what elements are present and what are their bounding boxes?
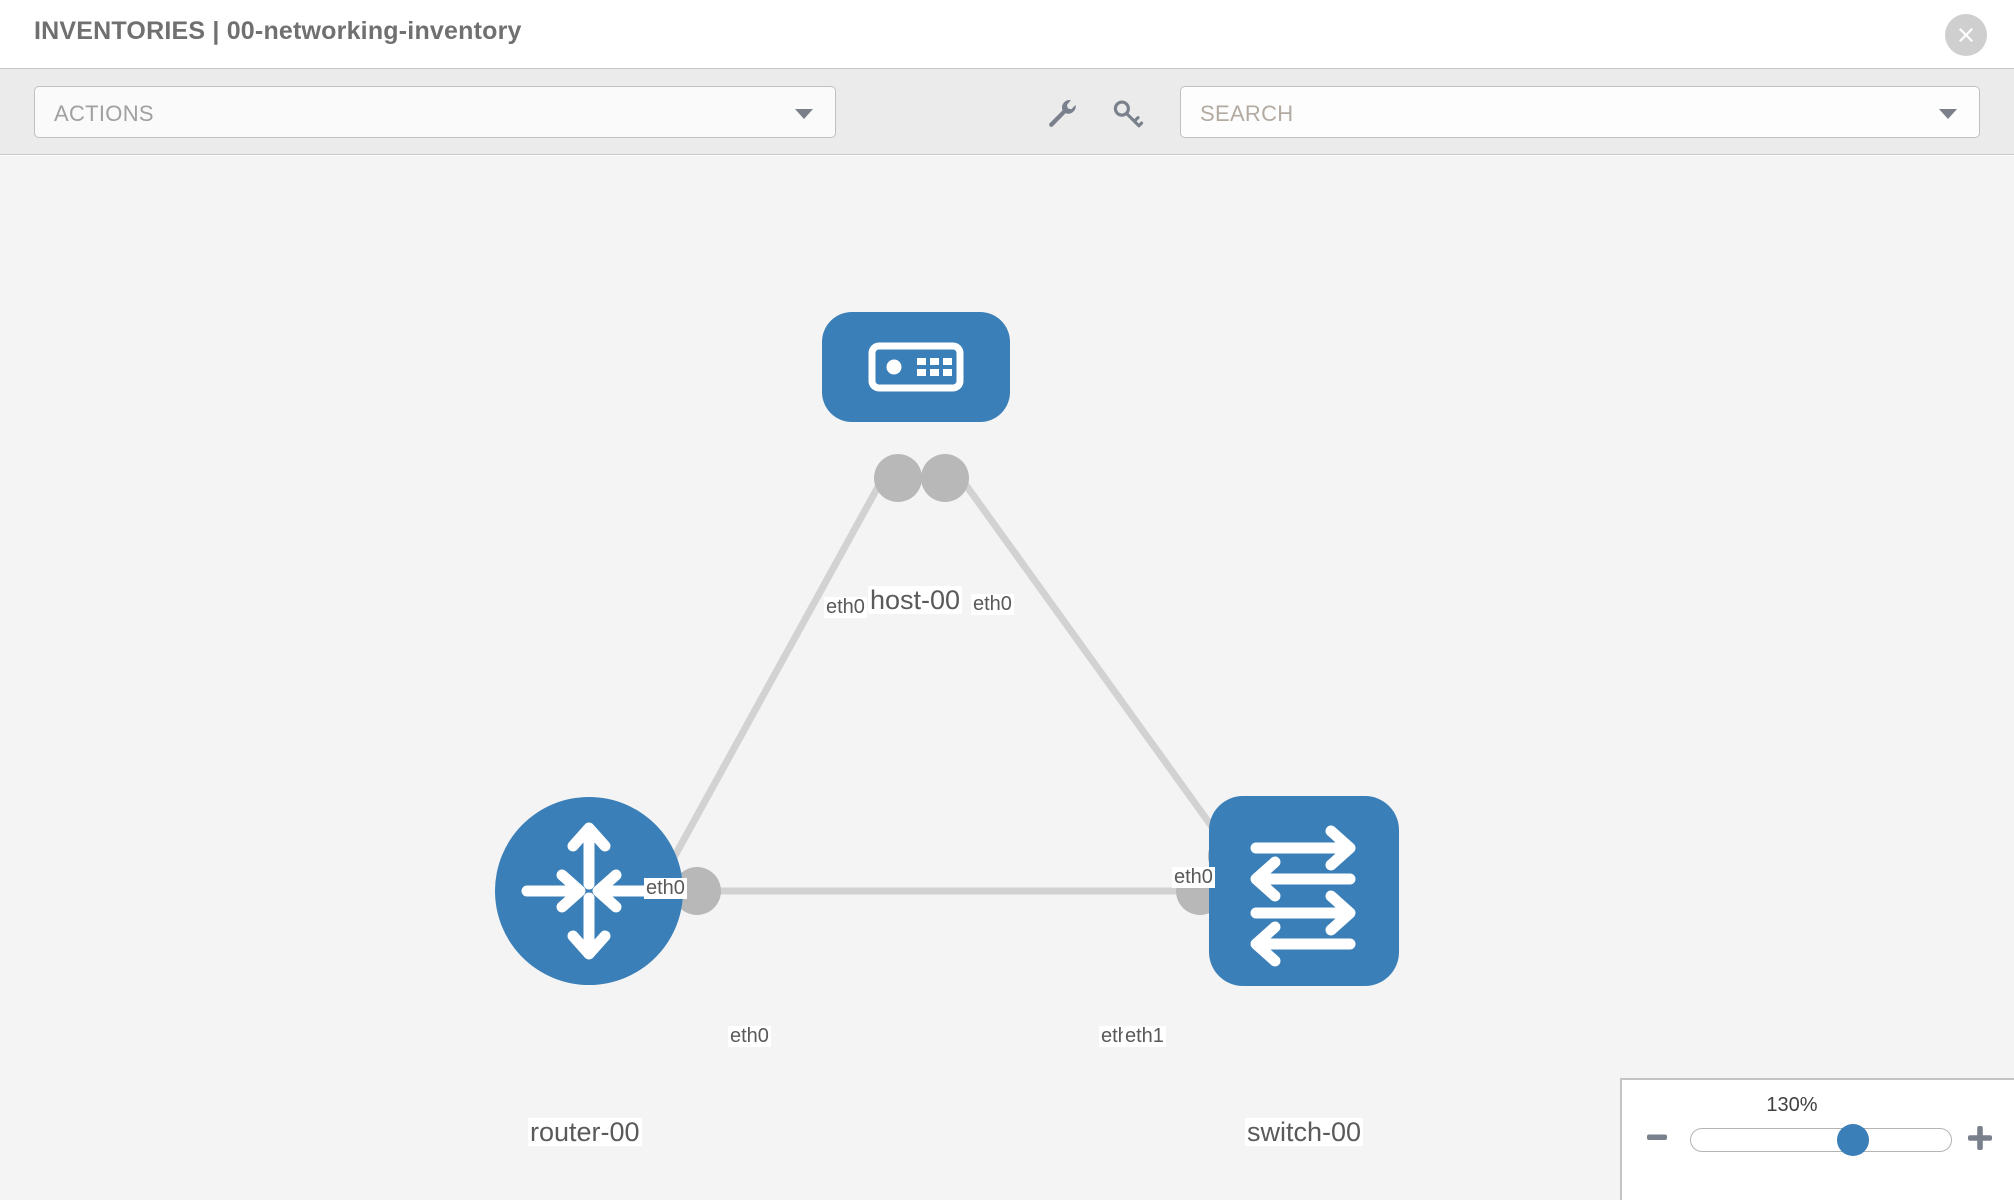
actions-dropdown[interactable]: ACTIONS xyxy=(34,86,836,138)
edge-label-router-switch-to: eth1 xyxy=(1123,1025,1166,1047)
zoom-out-button[interactable] xyxy=(1644,1124,1674,1154)
edge-label-host-router-to: eth0 xyxy=(644,877,687,899)
switch-arrows-icon xyxy=(1250,825,1356,967)
minus-icon xyxy=(1647,1134,1667,1140)
edge-label-host-router-from: eth0 xyxy=(824,596,867,618)
zoom-slider-thumb[interactable] xyxy=(1837,1124,1869,1156)
router-arrows-icon xyxy=(521,822,657,960)
chevron-down-icon[interactable] xyxy=(1939,109,1957,119)
chevron-down-icon xyxy=(795,109,813,119)
edge-label-host-switch-from: eth0 xyxy=(971,593,1014,615)
edge-host-router[interactable] xyxy=(668,454,899,863)
zoom-percent-label: 130% xyxy=(1766,1094,1818,1116)
edge-host-switch[interactable] xyxy=(942,453,1236,859)
edge-label-host-switch-to: eth0 xyxy=(1172,866,1215,888)
edge-endpoints xyxy=(673,454,1256,915)
wrench-icon xyxy=(1049,99,1076,127)
key-button[interactable] xyxy=(1110,97,1144,131)
close-icon xyxy=(1959,28,1973,42)
plus-icon xyxy=(1968,1126,1992,1150)
toolbar: ACTIONS SEARCH xyxy=(0,68,2014,155)
close-button[interactable] xyxy=(1945,14,1987,56)
topology-canvas[interactable]: eth0 eth0 eth0 eth0 eth0 eth0 eth1 host-… xyxy=(0,156,2014,1200)
zoom-in-button[interactable] xyxy=(1966,1124,1998,1156)
search-input[interactable]: SEARCH xyxy=(1180,86,1980,138)
node-label-router-00: router-00 xyxy=(528,1117,642,1147)
node-host-00[interactable] xyxy=(822,312,1010,422)
server-icon xyxy=(868,342,964,392)
wrench-button[interactable] xyxy=(1045,97,1079,131)
node-switch-00[interactable] xyxy=(1209,796,1399,986)
page-title: INVENTORIES | 00-networking-inventory xyxy=(34,17,522,45)
zoom-control-panel: 130% xyxy=(1620,1078,2014,1200)
search-placeholder-label: SEARCH xyxy=(1200,101,1294,126)
actions-dropdown-label: ACTIONS xyxy=(54,101,154,126)
page-header: INVENTORIES | 00-networking-inventory xyxy=(0,0,2014,68)
node-label-switch-00: switch-00 xyxy=(1245,1117,1364,1147)
node-router-00[interactable] xyxy=(495,797,683,985)
zoom-slider-track[interactable] xyxy=(1690,1128,1952,1152)
node-label-host-00: host-00 xyxy=(868,585,963,615)
topology-graph xyxy=(495,312,1399,986)
edge-label-router-switch-from: eth0 xyxy=(728,1025,771,1047)
key-icon xyxy=(1113,100,1144,128)
